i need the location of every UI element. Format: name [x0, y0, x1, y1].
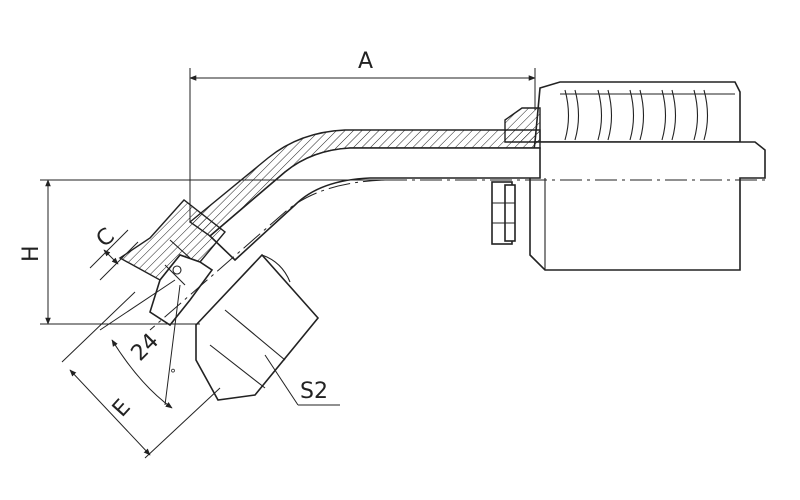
s2-label: S2 — [300, 379, 328, 404]
dimension-h: H — [19, 179, 390, 325]
dimension-h-label: H — [19, 245, 44, 262]
bent-stem-tube — [188, 129, 541, 262]
dimension-e: E — [61, 291, 221, 459]
swivel-nut — [195, 253, 320, 401]
dimension-c-label: C — [92, 224, 120, 253]
nipple-hex — [491, 181, 516, 245]
s2-callout: S2 — [264, 354, 340, 406]
ferrule-sleeve — [504, 81, 741, 143]
angle-value: 24 — [127, 329, 164, 366]
ferrule-ribs — [560, 89, 735, 141]
degree-symbol: ° — [170, 367, 176, 381]
ferrule-lower-body — [529, 141, 766, 271]
dimension-e-label: E — [108, 395, 136, 422]
nose-section — [118, 199, 227, 327]
dimension-a-label: A — [358, 49, 373, 74]
centre-lines — [149, 179, 770, 331]
dimension-a: A — [189, 49, 536, 222]
